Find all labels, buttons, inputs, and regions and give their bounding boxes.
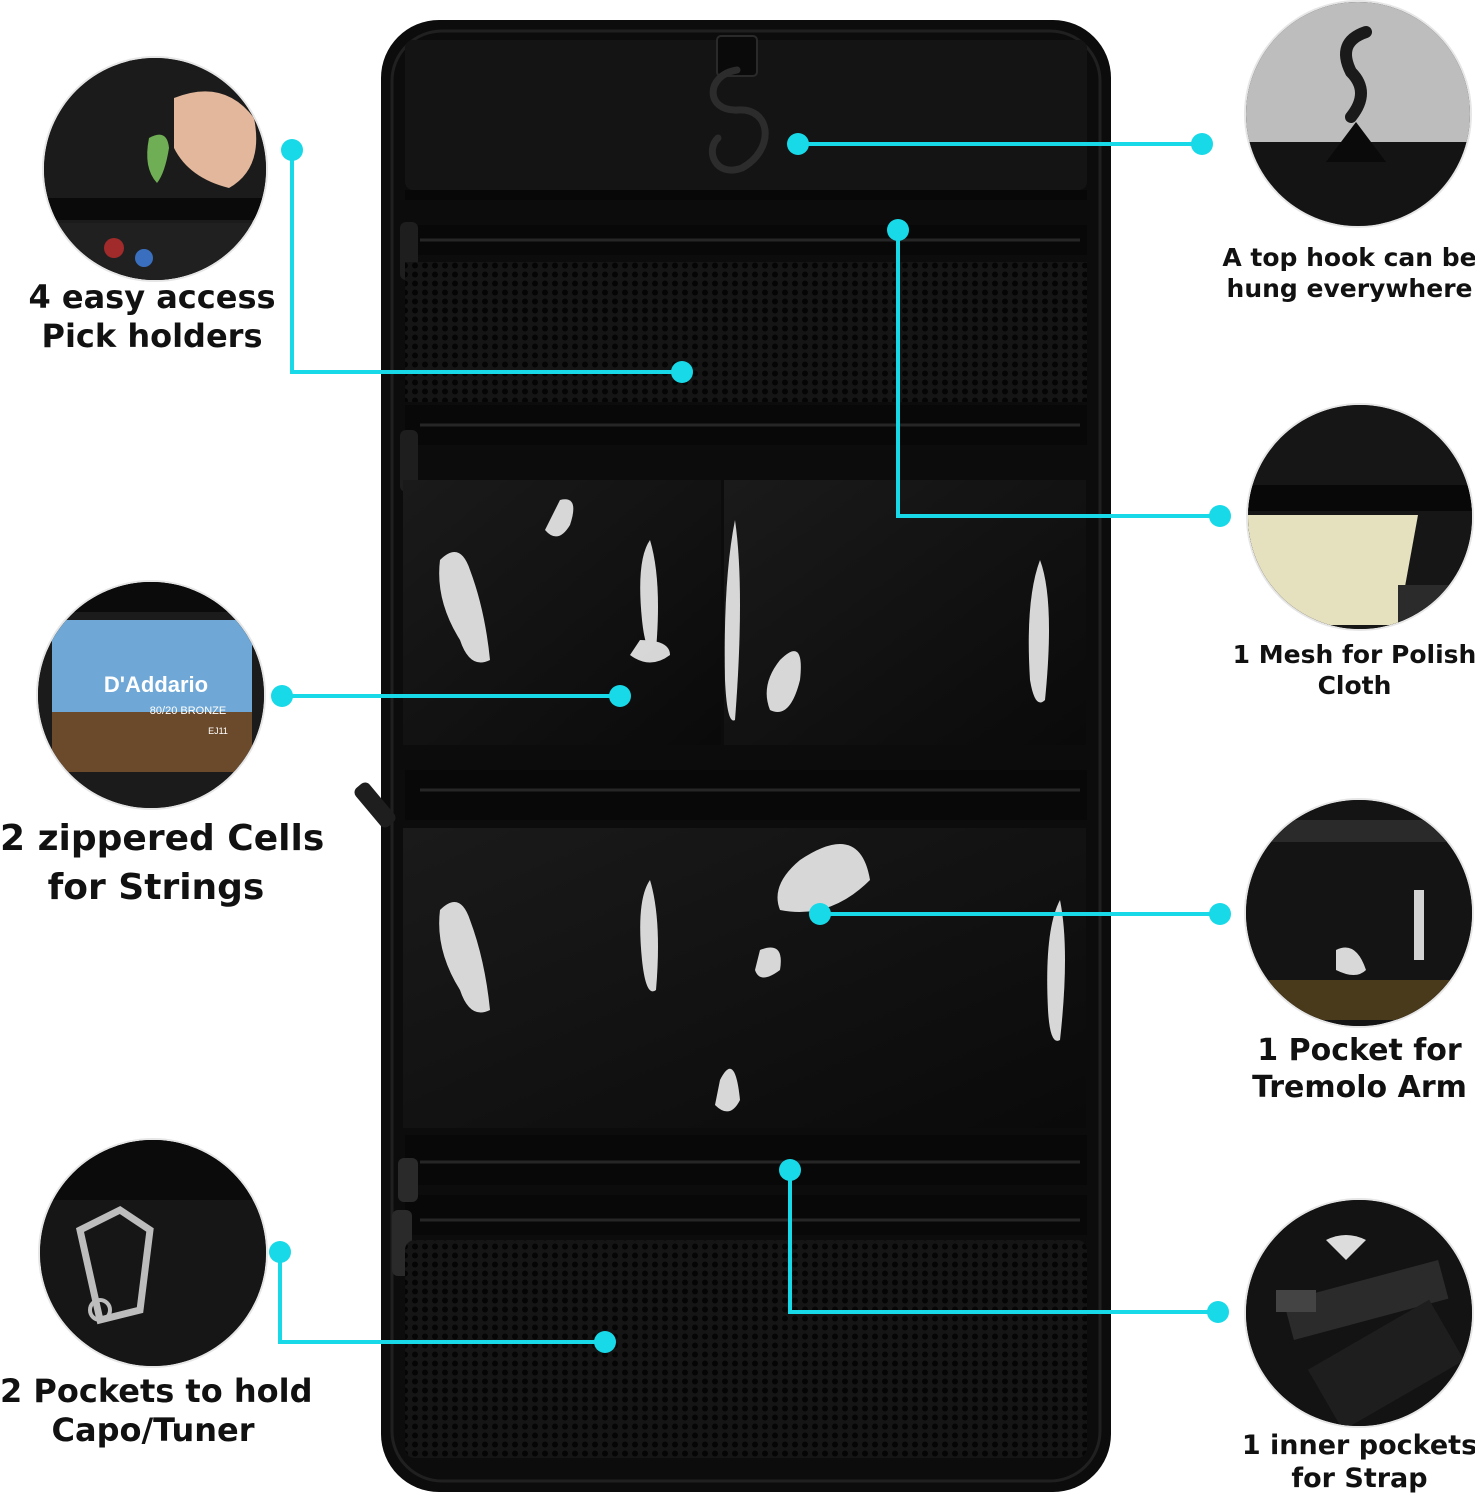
string-pack-product: 80/20 BRONZE [150, 705, 226, 717]
detail-circle-zippered-cells: D'Addario 80/20 BRONZE EJ11 [38, 582, 264, 808]
callout-dot [1207, 1301, 1229, 1323]
hook-icon[interactable] [708, 66, 769, 174]
string-pack-code: EJ11 [208, 726, 228, 736]
feature-label-top-hook: A top hook can be hung everywhere [1222, 243, 1475, 303]
callout-dot [887, 219, 909, 241]
feature-label-tremolo-pocket: 1 Pocket for Tremolo Arm [1252, 1033, 1467, 1105]
callout-dot [671, 361, 693, 383]
feature-label-zippered-cells: 2 zippered Cells for Strings [0, 818, 325, 908]
detail-circle-tremolo-pocket [1246, 800, 1472, 1026]
clear-cell-lower [403, 828, 1086, 1128]
zipper-pull[interactable] [400, 430, 418, 492]
zipper-pull[interactable] [352, 780, 398, 830]
capo-icon [40, 1140, 266, 1366]
string-pack-brand: D'Addario [104, 672, 208, 697]
callout-dot [271, 685, 293, 707]
callout-dot [1191, 133, 1213, 155]
callout-dot [269, 1241, 291, 1263]
top-flap [405, 40, 1087, 190]
polish-cloth-icon [1248, 405, 1472, 629]
zipper-pull[interactable] [398, 1158, 418, 1202]
callout-dot [281, 139, 303, 161]
detail-circle-mesh-polish-cloth [1248, 405, 1472, 629]
feature-label-pick-holders: 4 easy access Pick holders [28, 278, 276, 356]
tremolo-arm-icon [1246, 800, 1472, 1026]
callout-dot [787, 133, 809, 155]
callout-dot [779, 1159, 801, 1181]
detail-circle-strap-pocket [1246, 1200, 1472, 1426]
mesh-pocket-bottom [405, 1240, 1087, 1458]
guitar-strap-icon [1246, 1200, 1472, 1426]
guitar-pick-icon [44, 58, 266, 280]
detail-circle-capo-tuner [40, 1140, 266, 1366]
callout-dot [609, 685, 631, 707]
feature-label-mesh-polish-cloth: 1 Mesh for Polish Cloth [1232, 640, 1475, 700]
callout-dot [809, 903, 831, 925]
feature-label-strap-pocket: 1 inner pockets for Strap [1241, 1430, 1475, 1494]
mesh-pocket-top [405, 262, 1087, 402]
guitar-strings-icon: D'Addario 80/20 BRONZE EJ11 [38, 582, 264, 808]
feature-label-capo-tuner-pockets: 2 Pockets to hold Capo/Tuner [0, 1372, 313, 1450]
callout-dot [1209, 505, 1231, 527]
detail-circle-top-hook [1246, 2, 1470, 226]
callout-dot [1209, 903, 1231, 925]
hook-detail-icon [1246, 2, 1470, 226]
detail-circle-pick-holders [44, 58, 266, 280]
callout-dot [594, 1331, 616, 1353]
